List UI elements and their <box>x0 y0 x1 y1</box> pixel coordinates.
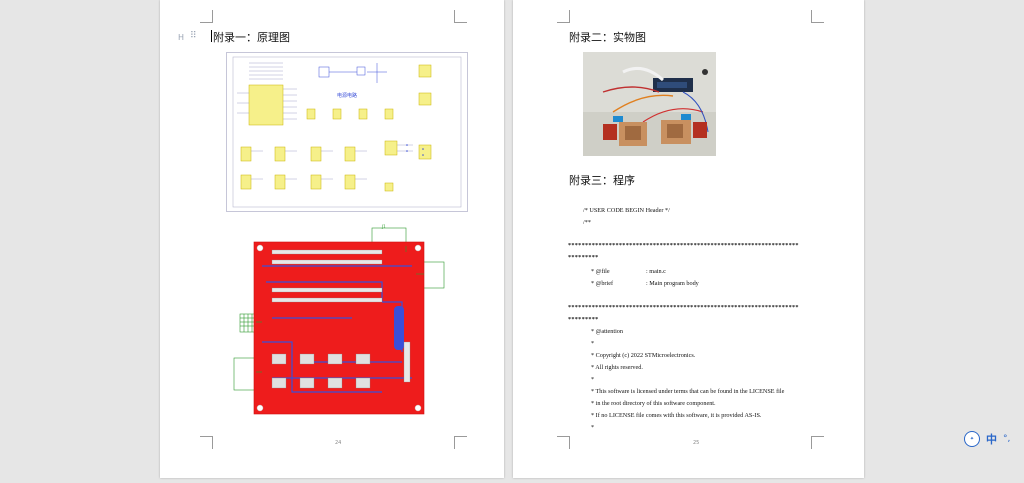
ime-toolbar[interactable]: ✦ 中 °, <box>964 430 1024 448</box>
code-line[interactable]: * <box>591 424 595 431</box>
code-value: : main.c <box>646 268 666 275</box>
page-corner-mark <box>200 436 213 449</box>
appendix-2-heading[interactable]: 附录二：实物图 <box>569 31 646 44</box>
code-line-file[interactable]: * @file : main.c <box>591 268 666 276</box>
page-number: 25 <box>693 440 700 446</box>
page-corner-mark <box>811 10 824 23</box>
code-key: * @brief <box>591 280 614 287</box>
code-line[interactable]: /** <box>583 219 591 226</box>
schematic-image[interactable]: 电源电路 <box>226 52 468 212</box>
code-line-brief[interactable]: * @brief : Main program body <box>591 280 699 288</box>
appendix-3-heading[interactable]: 附录三：程序 <box>569 174 635 187</box>
page-corner-mark <box>811 436 824 449</box>
page-corner-mark <box>557 10 570 23</box>
pcb-layout-image[interactable]: J1 <box>232 222 452 416</box>
page-corner-mark <box>200 10 213 23</box>
ime-punctuation-toggle[interactable]: °, <box>1003 434 1011 444</box>
code-line-copyright[interactable]: * Copyright (c) 2022 STMicroelectronics. <box>591 352 696 359</box>
code-line[interactable]: * All rights reserved. <box>591 364 643 371</box>
code-line[interactable]: * If no LICENSE file comes with this sof… <box>591 412 762 419</box>
schematic-title: 电源电路 <box>337 92 357 99</box>
heading-style-marker[interactable]: H <box>178 33 185 42</box>
code-line[interactable]: * <box>591 376 595 383</box>
code-line[interactable]: * @attention <box>591 328 623 335</box>
code-line[interactable]: ********* <box>568 316 599 323</box>
ime-language-toggle[interactable]: 中 <box>986 433 997 446</box>
document-page-right: 附录二：实物图 附录三：程序 /* USER CODE BEGIN Header… <box>513 0 864 478</box>
code-line[interactable]: ****************************************… <box>568 242 799 249</box>
code-key: * @file <box>591 268 610 275</box>
code-line[interactable]: ****************************************… <box>568 304 799 311</box>
page-corner-mark <box>454 436 467 449</box>
page-number: 24 <box>335 440 342 446</box>
page-corner-mark <box>454 10 467 23</box>
drag-handle-icon[interactable]: ⠿ <box>190 31 197 41</box>
ime-logo-icon[interactable]: ✦ <box>964 431 980 447</box>
page-corner-mark <box>557 436 570 449</box>
svg-text:J1: J1 <box>381 224 386 229</box>
device-photo[interactable] <box>583 52 716 156</box>
code-line[interactable]: /* USER CODE BEGIN Header */ <box>583 207 670 214</box>
code-line[interactable]: ********* <box>568 254 599 261</box>
text-cursor <box>211 30 212 42</box>
code-value: : Main program body <box>646 280 699 287</box>
document-page-left: H ⠿ 附录一：原理图 电源电路 <box>160 0 504 478</box>
code-line[interactable]: * <box>591 340 595 347</box>
code-line[interactable]: * in the root directory of this software… <box>591 400 716 407</box>
code-line[interactable]: * This software is licensed under terms … <box>591 388 785 395</box>
appendix-1-heading[interactable]: 附录一：原理图 <box>213 31 290 44</box>
